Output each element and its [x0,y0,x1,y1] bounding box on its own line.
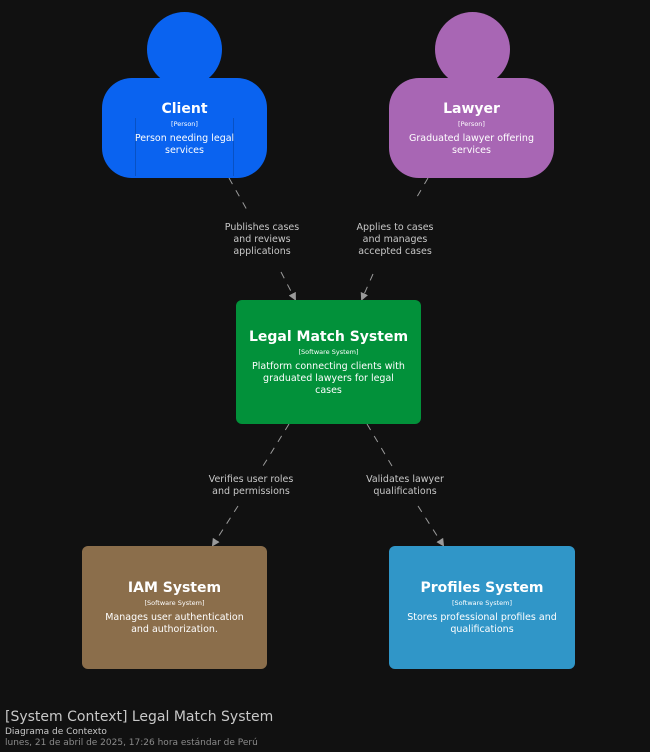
edge-label-system-to-iam: Verifies user roles and permissions [208,474,294,497]
legal-match-system-node[interactable]: Legal Match System [Software System] Pla… [236,300,421,424]
diagram-date: lunes, 21 de abril de 2025, 17:26 hora e… [5,738,258,748]
edge-label-system-to-profiles: Validates lawyer qualifications [366,474,444,497]
client-node[interactable]: Client [Person] Person needing legal ser… [102,78,267,178]
iam-system-node[interactable]: IAM System [Software System] Manages use… [82,546,267,669]
client-body-divider-right [233,118,234,176]
lawyer-node[interactable]: Lawyer [Person] Graduated lawyer offerin… [389,78,554,178]
iam-description: Manages user authentication and authoriz… [105,612,244,635]
diagram-subtitle: Diagrama de Contexto [5,727,107,737]
client-title: Client [161,100,208,117]
edge-client-to-system-bottom [280,271,296,301]
legal-match-description: Platform connecting clients with graduat… [252,360,405,396]
lawyer-title: Lawyer [443,100,500,117]
edge-label-lawyer-to-system: Applies to cases and manages accepted ca… [356,222,434,257]
edge-lawyer-to-system-bottom [360,273,374,301]
profiles-title: Profiles System [420,580,544,596]
edge-system-to-iam-bottom [211,505,239,547]
edge-system-to-iam-top [262,423,290,467]
iam-type: [Software System] [144,599,205,607]
edge-system-to-profiles-bottom [417,505,445,547]
edge-system-to-profiles-top [366,423,393,467]
client-description: Person needing legal services [134,132,235,156]
client-type: [Person] [171,119,198,128]
legal-match-title: Legal Match System [248,328,409,345]
lawyer-description: Graduated lawyer offering services [408,132,534,156]
iam-title: IAM System [127,580,222,596]
edge-label-client-to-system: Publishes cases and reviews applications [224,222,300,257]
profiles-system-node[interactable]: Profiles System [Software System] Stores… [389,546,575,669]
client-body-divider-left [135,118,136,176]
diagram-title: [System Context] Legal Match System [5,709,274,725]
lawyer-type: [Person] [458,119,485,128]
profiles-type: [Software System] [451,599,513,607]
lawyer-person-head [435,12,510,87]
edge-client-to-system-top [228,177,248,211]
edge-lawyer-to-system-top [413,177,429,203]
client-person-head [147,12,222,87]
profiles-description: Stores professional profiles and qualifi… [407,612,557,635]
legal-match-type: [Software System] [298,347,359,356]
